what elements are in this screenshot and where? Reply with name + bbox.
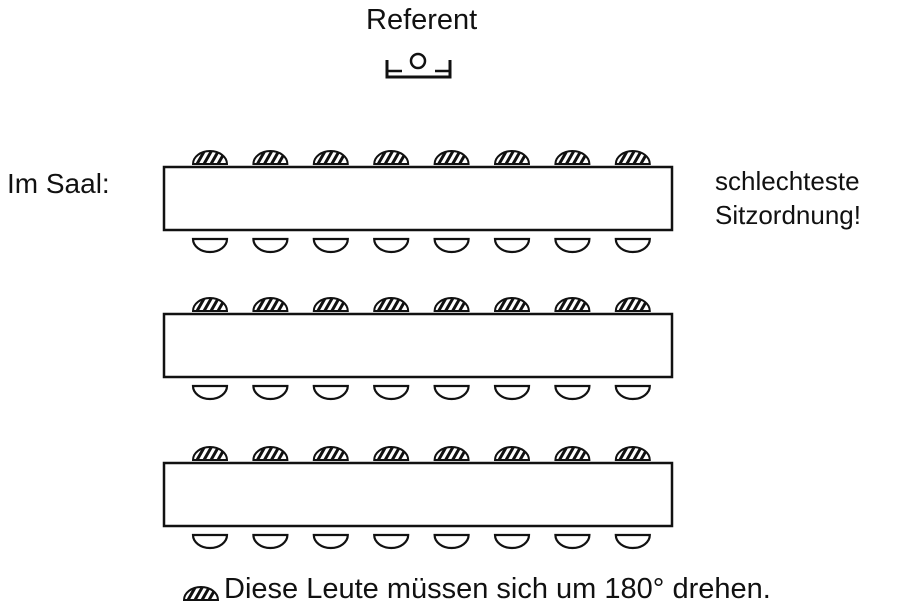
open-seat (191, 533, 229, 550)
open-seat (191, 384, 229, 401)
hatched-seat (555, 150, 589, 164)
open-seat (373, 533, 410, 550)
open-seat (252, 533, 289, 550)
hatched-seat (374, 446, 408, 460)
hatched-seat (495, 446, 529, 460)
open-seat (493, 384, 531, 401)
referent-label: Referent (366, 4, 478, 36)
hatched-seat (253, 297, 287, 311)
hatched-seat (435, 150, 469, 164)
hatched-seat (616, 297, 650, 311)
hatched-seat (435, 446, 469, 460)
open-seat (312, 533, 349, 550)
speaker-lectern (385, 52, 452, 79)
open-seat (614, 384, 651, 401)
hatched-seat (314, 446, 348, 460)
hatched-seat (616, 150, 650, 164)
hatched-seat (495, 150, 529, 164)
hatched-seat (253, 446, 287, 460)
open-seat (614, 237, 651, 254)
hatched-seat (374, 297, 408, 311)
open-seat (493, 237, 531, 254)
open-seat (433, 237, 470, 254)
open-seat (493, 533, 531, 550)
open-seat (373, 384, 410, 401)
table-group (162, 446, 674, 550)
hatched-seat-icon (184, 586, 218, 600)
table (162, 461, 674, 528)
table (162, 165, 674, 232)
open-seat (614, 533, 651, 550)
hatched-seat (314, 297, 348, 311)
table-group (162, 297, 674, 401)
open-seat (252, 384, 289, 401)
note-line-2: Sitzordnung! (715, 200, 861, 230)
hatched-seat (555, 297, 589, 311)
hatched-seat (253, 150, 287, 164)
open-seat (373, 237, 410, 254)
open-seat (312, 237, 349, 254)
tables-layer (162, 150, 674, 550)
hatched-seat (374, 150, 408, 164)
open-seat (433, 533, 470, 550)
open-seat (433, 384, 470, 401)
note-line-1: schlechteste (715, 166, 860, 196)
hatched-seat (495, 297, 529, 311)
open-seat (554, 533, 591, 550)
open-seat (554, 384, 591, 401)
hatched-seat (555, 446, 589, 460)
table (162, 312, 674, 379)
hatched-seat (314, 150, 348, 164)
hatched-seat (193, 297, 227, 311)
open-seat (312, 384, 349, 401)
open-seat (191, 237, 229, 254)
room-label: Im Saal: (7, 168, 110, 199)
hatched-seat (435, 297, 469, 311)
speaker-icon (409, 52, 427, 70)
open-seat (252, 237, 289, 254)
table-group (162, 150, 674, 254)
open-seat (554, 237, 591, 254)
hatched-seat (193, 446, 227, 460)
hatched-seat (616, 446, 650, 460)
hatched-seat (193, 150, 227, 164)
legend-text: Diese Leute müssen sich um 180° drehen. (224, 573, 771, 605)
